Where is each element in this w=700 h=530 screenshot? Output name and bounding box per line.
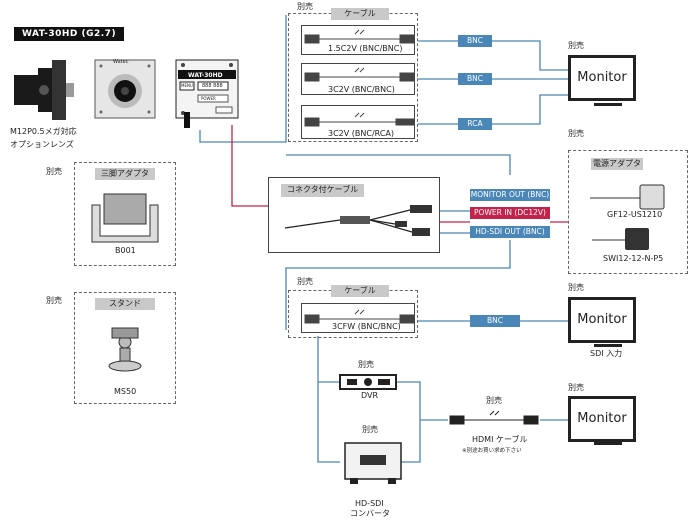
cable-section-1: ケーブル 1.5C2V (BNC/BNC) 3C2V (BNC/BNC) 3C2… [288, 8, 418, 142]
hdmi-cable-icon [449, 415, 539, 425]
connector-cable-header: コネクタ付ケーブル [281, 184, 365, 197]
converter-label-1: HD-SDI [355, 499, 384, 508]
power-adapter-header: 電源アダプタ [591, 158, 643, 170]
sold-separately-monitor-1: 別売 [568, 41, 584, 50]
camera-back-model: WAT-30HD [188, 72, 223, 79]
lens-caption-line1: M12P0.5メガ対応 [10, 127, 77, 136]
tripod-adapter-header: 三脚アダプタ [95, 168, 155, 180]
camera-back-icon [175, 59, 239, 119]
tripod-adapter-name: B001 [115, 246, 136, 255]
dvr-icon [339, 374, 397, 390]
cable-section-1-header: ケーブル [331, 8, 389, 20]
power-adapter-box: 電源アダプタ GF12-US1210 SWI12-12-N-P5 [568, 150, 688, 274]
cable-item-1: 1.5C2V (BNC/BNC) [301, 25, 415, 55]
sold-separately-monitor-2: 別売 [568, 283, 584, 292]
cable-icon [304, 34, 415, 127]
dvr-label: DVR [361, 391, 379, 400]
hdmi-cable-note: ※別途お買い求め下さい [462, 448, 522, 454]
label-bnc-1: BNC [458, 35, 492, 47]
camera-front-icon [94, 59, 156, 119]
tripod-adapter-icon [91, 204, 159, 243]
sold-separately-converter: 別売 [362, 425, 378, 434]
sold-separately-tripod: 別売 [46, 167, 62, 176]
tripod-adapter-box: 三脚アダプタ B001 [74, 162, 176, 266]
power-adapter-item-2: SWI12-12-N-P5 [603, 254, 664, 263]
cable-item-3: 3C2V (BNC/RCA) [301, 105, 415, 139]
hdmi-cable-label: HDMI ケーブル [472, 435, 528, 444]
monitor-1: Monitor [568, 55, 636, 101]
bnc-plug-1 [410, 205, 432, 213]
dc-plug [395, 221, 407, 227]
sold-separately-stand: 別売 [46, 296, 62, 305]
converter-icon [344, 442, 402, 484]
camera-connector [184, 112, 190, 128]
camera-back-plate: 888 888 [202, 83, 223, 89]
cable-item-3-name: 3C2V (BNC/RCA) [328, 129, 394, 138]
monitor-3-label: Monitor [577, 411, 627, 426]
monitor-3: Monitor [568, 396, 636, 442]
camera-front-brand: Watec [113, 59, 129, 65]
bnc-plug-2 [412, 228, 430, 236]
cable-section-2-header: ケーブル [331, 285, 389, 297]
monitor-out-label: MONITOR OUT (BNC) [470, 189, 550, 201]
sold-separately-label: 別売 [297, 2, 313, 11]
cable-item-2: 3C2V (BNC/BNC) [301, 63, 415, 95]
monitor-2-label: Monitor [577, 312, 627, 327]
converter-label-2: コンバータ [350, 509, 390, 518]
power-in-label: POWER IN (DC12V) [470, 207, 550, 219]
cable-item-4-name: 3CFW (BNC/BNC) [332, 322, 401, 331]
sold-separately-dvr: 別売 [358, 360, 374, 369]
camera-back-power: POWER [201, 96, 216, 101]
stand-header: スタンド [95, 298, 155, 310]
sold-separately-hdmi: 別売 [486, 396, 502, 405]
label-bnc-2: BNC [458, 73, 492, 85]
lens-caption-line2: オプションレンズ [10, 140, 74, 149]
monitor-1-label: Monitor [577, 70, 627, 85]
cable-hub [340, 216, 370, 224]
power-adapter-item-1: GF12-US1210 [607, 210, 663, 219]
sold-separately-monitor-3: 別売 [568, 383, 584, 392]
cable-item-2-name: 3C2V (BNC/BNC) [328, 85, 395, 94]
camera-back-menu: MENU [181, 83, 193, 88]
connector-cable-box: コネクタ付ケーブル [268, 177, 440, 253]
sold-separately-power: 別売 [568, 129, 584, 138]
sold-separately-cable-2: 別売 [297, 277, 313, 286]
sdi-input-label: SDI 入力 [590, 349, 623, 358]
power-adapter-icon [590, 184, 665, 250]
cable-item-4: 3CFW (BNC/BNC) [301, 303, 415, 333]
monitor-stands [594, 103, 622, 445]
hdsdi-out-label: HD-SDI OUT (BNC) [470, 226, 550, 238]
stand-box: スタンド MS50 [74, 292, 176, 404]
stand-name: MS50 [114, 387, 137, 396]
monitor-2: Monitor [568, 297, 636, 343]
cable-item-1-name: 1.5C2V (BNC/BNC) [328, 44, 403, 53]
label-bnc-3: BNC [470, 315, 520, 327]
cable-section-2: ケーブル 3CFW (BNC/BNC) [288, 285, 418, 338]
lens-icon [14, 60, 74, 120]
label-rca: RCA [458, 118, 492, 130]
product-title: WAT-30HD (G2.7) [14, 27, 125, 41]
stand-icon [108, 327, 142, 372]
